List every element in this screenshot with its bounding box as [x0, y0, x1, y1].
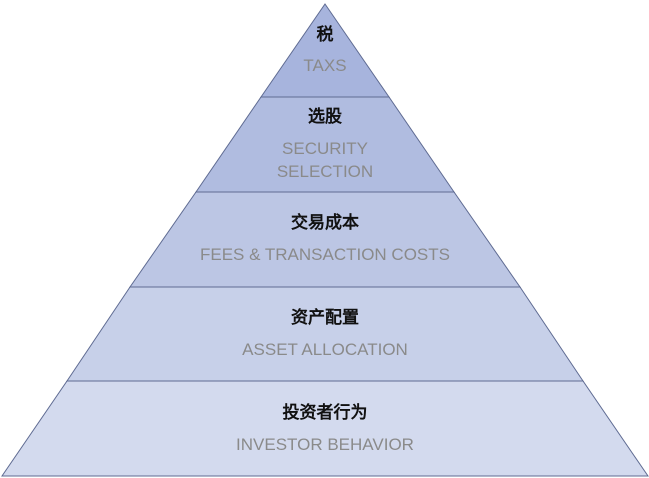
- tier-subtitle-selection: SELECTION: [277, 162, 373, 181]
- tier-title-asset-allocation: 资产配置: [291, 307, 359, 328]
- tier-title-fees: 交易成本: [291, 212, 359, 233]
- tier-title-taxes: 税: [317, 24, 334, 45]
- pyramid-tier-asset-allocation: 资产配置 ASSET ALLOCATION: [66, 286, 584, 382]
- pyramid-tier-fees: 交易成本 FEES & TRANSACTION COSTS: [129, 191, 521, 288]
- pyramid-tier-investor-behavior: 投资者行为 INVESTOR BEHAVIOR: [1, 380, 649, 477]
- tier-title-security-selection: 选股: [308, 107, 342, 127]
- tier-shape-asset-allocation: [66, 286, 584, 382]
- tier-subtitle-investor-behavior: INVESTOR BEHAVIOR: [236, 435, 414, 454]
- tier-subtitle-security: SECURITY: [282, 139, 368, 158]
- tier-title-investor-behavior: 投资者行为: [283, 402, 368, 423]
- tier-shape-investor-behavior: [1, 380, 649, 477]
- tier-subtitle-taxes: TAXS: [303, 56, 346, 75]
- tier-subtitle-fees: FEES & TRANSACTION COSTS: [200, 245, 450, 264]
- pyramid-tier-security-selection: 选股 SECURITY SELECTION: [195, 96, 455, 193]
- tier-shape-fees: [129, 191, 521, 288]
- tier-subtitle-asset-allocation: ASSET ALLOCATION: [242, 340, 408, 359]
- pyramid-tier-taxes: 税 TAXS: [260, 3, 390, 98]
- tier-shape-taxes: [260, 3, 390, 98]
